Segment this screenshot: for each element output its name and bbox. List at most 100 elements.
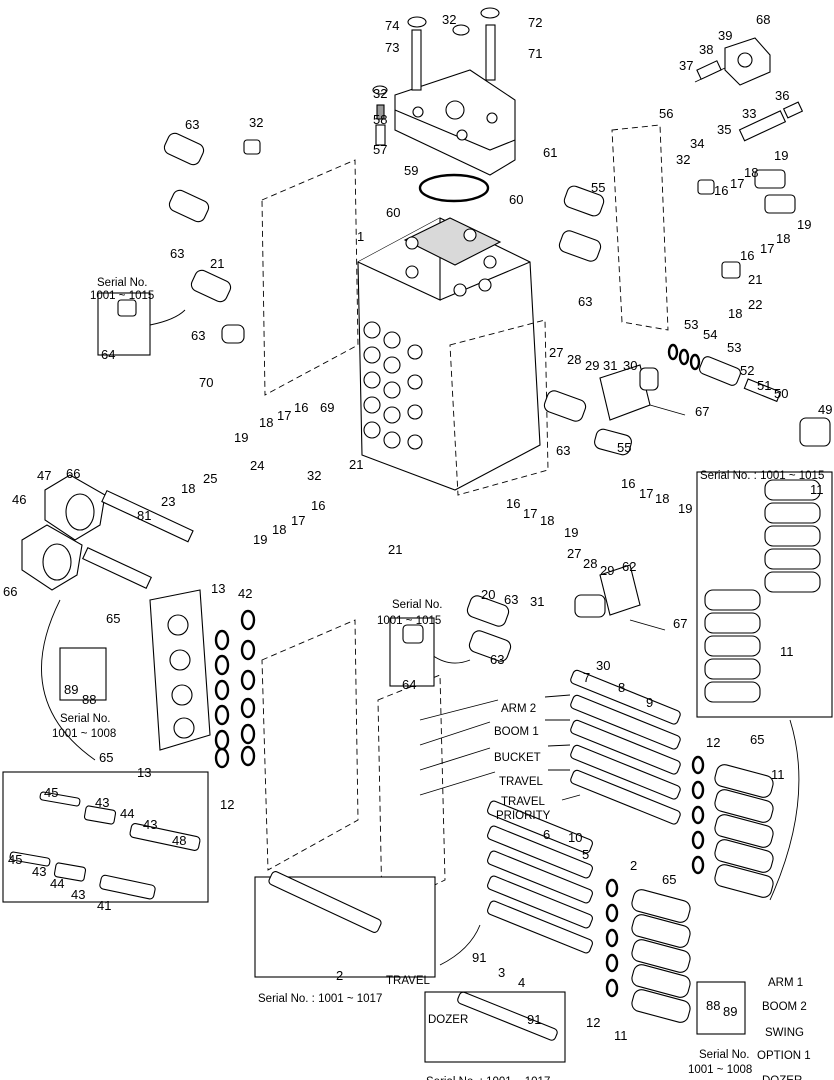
part-number: 48: [172, 833, 186, 848]
part-number: 21: [388, 542, 402, 557]
part-number: 18: [540, 513, 554, 528]
gasket-plate-upper-left: [261, 159, 359, 396]
part-number: 18: [728, 306, 742, 321]
part-number: 9: [646, 695, 653, 710]
part-number: 44: [50, 876, 64, 891]
spools-upper-group: [570, 669, 681, 825]
part-number: 31: [530, 594, 544, 609]
part-number: 91: [527, 1012, 541, 1027]
part-number: 54: [703, 327, 717, 342]
part-number: 16: [621, 476, 635, 491]
diagram-label: Serial No.: [392, 599, 443, 611]
top-cover-plate: [394, 69, 516, 176]
part-number: 43: [32, 864, 46, 879]
part-number: 50: [774, 386, 788, 401]
part-number: 66: [3, 584, 17, 599]
diagram-label: PRIORITY: [496, 810, 551, 822]
part-number: 18: [776, 231, 790, 246]
part-number: 32: [249, 115, 263, 130]
part-number: 21: [748, 272, 762, 287]
plug-64-lower: [402, 624, 424, 644]
part-number: 36: [775, 88, 789, 103]
part-number: 23: [161, 494, 175, 509]
part-number: 19: [797, 217, 811, 232]
part-number: 52: [740, 363, 754, 378]
part-number: 11: [614, 1028, 628, 1043]
part-number: 43: [95, 795, 109, 810]
part-number: 29: [600, 563, 614, 578]
part-number: 58: [373, 112, 387, 127]
part-number: 18: [272, 522, 286, 537]
part-number: 89: [723, 1004, 737, 1019]
part-number: 19: [774, 148, 788, 163]
part-number: 44: [120, 806, 134, 821]
part-number: 46: [12, 492, 26, 507]
part-number: 64: [402, 677, 416, 692]
part-number: 27: [549, 345, 563, 360]
part-number: 49: [818, 402, 832, 417]
part-number: 43: [71, 887, 85, 902]
part-number: 60: [509, 192, 523, 207]
part-number: 65: [99, 750, 113, 765]
spools-lower-group: [487, 800, 593, 954]
part-number: 28: [583, 556, 597, 571]
part-number: 71: [528, 46, 542, 61]
diagram-label: SWING: [765, 1027, 804, 1039]
diagram-label: TRAVEL: [499, 776, 543, 788]
part-number: 63: [185, 117, 199, 132]
part-number: 63: [556, 443, 570, 458]
pilot-cap-block-13: [149, 589, 211, 751]
part-number: 29: [585, 358, 599, 373]
part-number: 17: [291, 513, 305, 528]
spool-leader-lines: [419, 694, 581, 801]
part-number: 18: [744, 165, 758, 180]
part-number: 37: [679, 58, 693, 73]
part-number: 63: [490, 652, 504, 667]
upper-right-cap-assembly: [694, 37, 804, 142]
part-number: 53: [727, 340, 741, 355]
stud-bolts: [372, 7, 500, 146]
part-number: 4: [518, 975, 525, 990]
check-valve-assembly: [699, 356, 831, 447]
part-number: 32: [373, 86, 387, 101]
part-number: 56: [659, 106, 673, 121]
travel-spool-box: [254, 876, 436, 978]
part-number: 18: [655, 491, 669, 506]
part-number: 63: [170, 246, 184, 261]
gasket-plate-upper-right: [611, 124, 669, 331]
part-number: 16: [506, 496, 520, 511]
part-number: 42: [238, 586, 252, 601]
part-number: 64: [101, 347, 115, 362]
part-number: 88: [82, 692, 96, 707]
part-number: 2: [630, 858, 637, 873]
part-number: 65: [662, 872, 676, 887]
part-number: 11: [780, 644, 794, 659]
part-number: 74: [385, 18, 399, 33]
part-number: 88: [706, 998, 720, 1013]
pilot-block-lower: [574, 564, 666, 631]
part-number: 17: [639, 486, 653, 501]
part-number: 32: [442, 12, 456, 27]
curved-arrow-serial-64-upper: [149, 309, 186, 326]
gasket-plate-lower-center: [377, 674, 446, 911]
diagram-label: Serial No.: [699, 1049, 750, 1061]
part-number: 10: [568, 830, 582, 845]
part-number: 17: [760, 241, 774, 256]
right-side-plugs: [697, 169, 796, 279]
gasket-plate-lower-left: [261, 619, 359, 871]
part-number: 91: [472, 950, 486, 965]
spool-stack-left: [82, 489, 194, 589]
curved-arrow-serial-64-lower: [431, 654, 471, 664]
part-number: 34: [690, 136, 704, 151]
part-number: 67: [673, 616, 687, 631]
caps-11-right-upper: [714, 764, 774, 898]
part-number: 45: [44, 785, 58, 800]
part-number: 89: [64, 682, 78, 697]
part-number: 5: [582, 847, 589, 862]
main-valve-body: [357, 217, 541, 491]
diagram-label: 1001 ~ 1008: [52, 728, 116, 740]
part-number: 16: [294, 400, 308, 415]
o-rings-12-right: [691, 755, 705, 875]
